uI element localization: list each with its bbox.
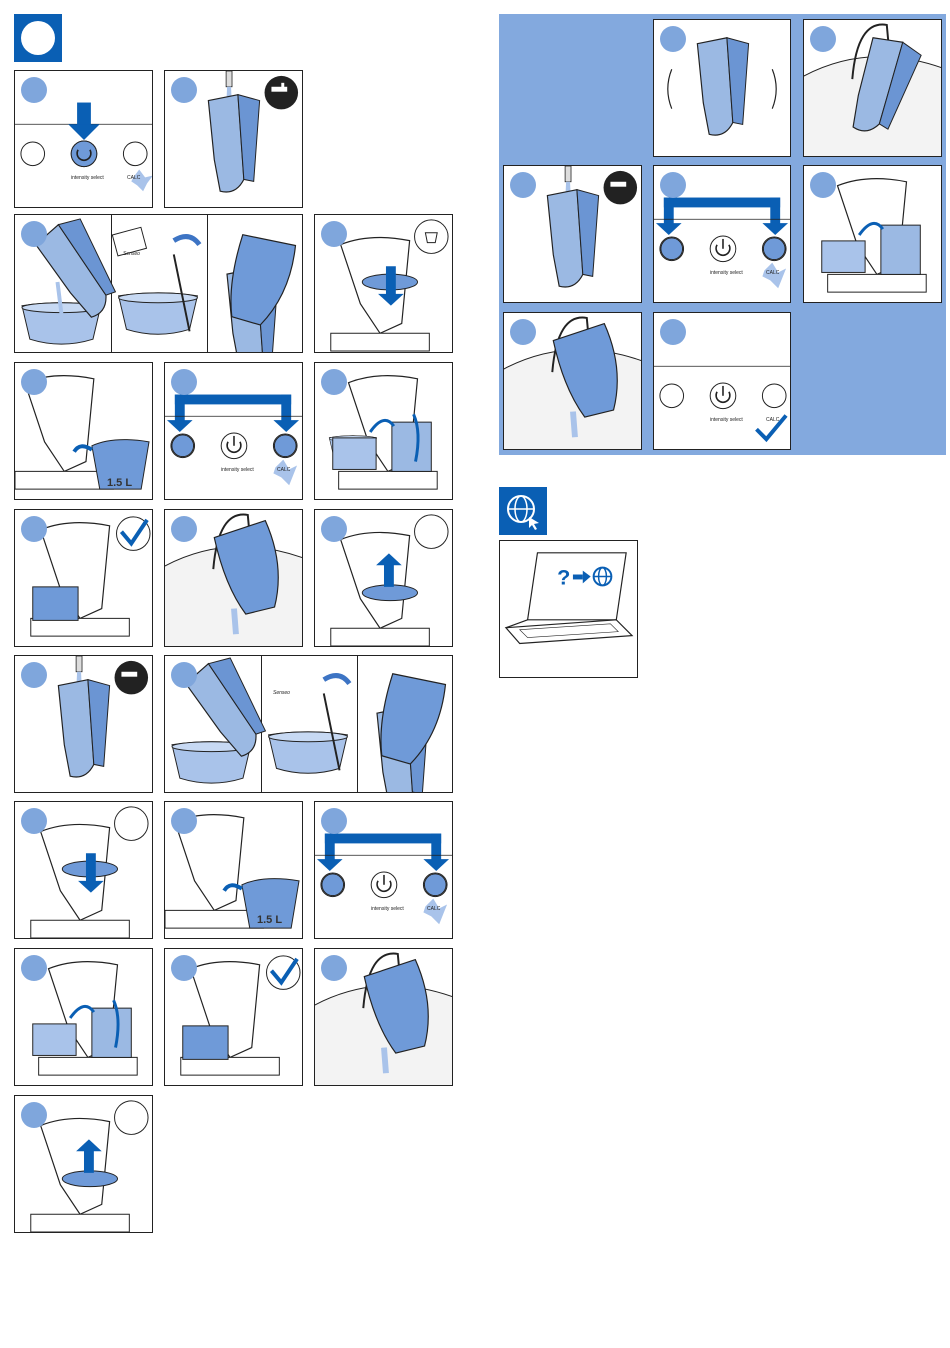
step-shake-tank <box>653 19 791 157</box>
step-done-check-2 <box>164 948 303 1086</box>
step-done-check-1 <box>14 509 153 647</box>
calc-label-2: CALC <box>277 467 290 473</box>
tank-volume-2: 1.5 L <box>257 914 282 926</box>
step-descaling-cycle-1 <box>314 362 453 500</box>
step-finished: intensity select CALC <box>653 312 791 450</box>
step-place-bowl-1: 1.5 L <box>14 362 153 500</box>
laptop-web-illustration: ? <box>499 540 638 678</box>
step-descaling-cycle-2 <box>14 948 153 1086</box>
calc-label: CALC <box>127 175 140 181</box>
intensity-label: intensity select <box>71 175 104 181</box>
step-empty-bowl-sink-1 <box>164 509 303 647</box>
intensity-label-2: intensity select <box>221 467 254 473</box>
intensity-label-5: intensity select <box>710 417 743 423</box>
step-press-two-buttons-1: intensity select CALC <box>164 362 303 500</box>
step-press-two-buttons-3: intensity select CALC <box>653 165 791 303</box>
step-place-bowl-2: 1.5 L <box>164 801 303 939</box>
step-rinse-cycle <box>803 165 942 303</box>
step-empty-tank-sink <box>803 19 942 157</box>
step-fill-tank-tap <box>164 70 303 208</box>
step-press-power: intensity select CALC <box>14 70 153 208</box>
intensity-label-4: intensity select <box>710 270 743 276</box>
intensity-label-3: intensity select <box>371 906 404 912</box>
packet-brand-1: Senseo <box>123 251 140 257</box>
packet-brand-2: Senseo <box>273 690 290 696</box>
globe-icon <box>499 487 547 535</box>
step-prepare-descaler-2: Senseo <box>164 655 453 793</box>
section-title-circle <box>14 14 62 62</box>
step-empty-bowl-sink-3 <box>503 312 642 450</box>
step-press-two-buttons-2: intensity select CALC <box>314 801 453 939</box>
step-insert-pod-holder-2 <box>14 801 153 939</box>
step-empty-bowl-sink-2 <box>314 948 453 1086</box>
step-remove-pod-holder-1 <box>314 509 453 647</box>
step-insert-pod-holder <box>314 214 453 353</box>
calc-label-4: CALC <box>766 270 779 276</box>
svg-text:?: ? <box>557 564 570 589</box>
step-prepare-descaler: Senseo <box>14 214 303 353</box>
tank-volume-1: 1.5 L <box>107 477 132 489</box>
step-fill-tank-tap-3 <box>503 165 642 303</box>
step-fill-tank-tap-2 <box>14 655 153 793</box>
step-remove-pod-holder-2 <box>14 1095 153 1233</box>
calc-label-3: CALC <box>427 906 440 912</box>
calc-label-5: CALC <box>766 417 779 423</box>
